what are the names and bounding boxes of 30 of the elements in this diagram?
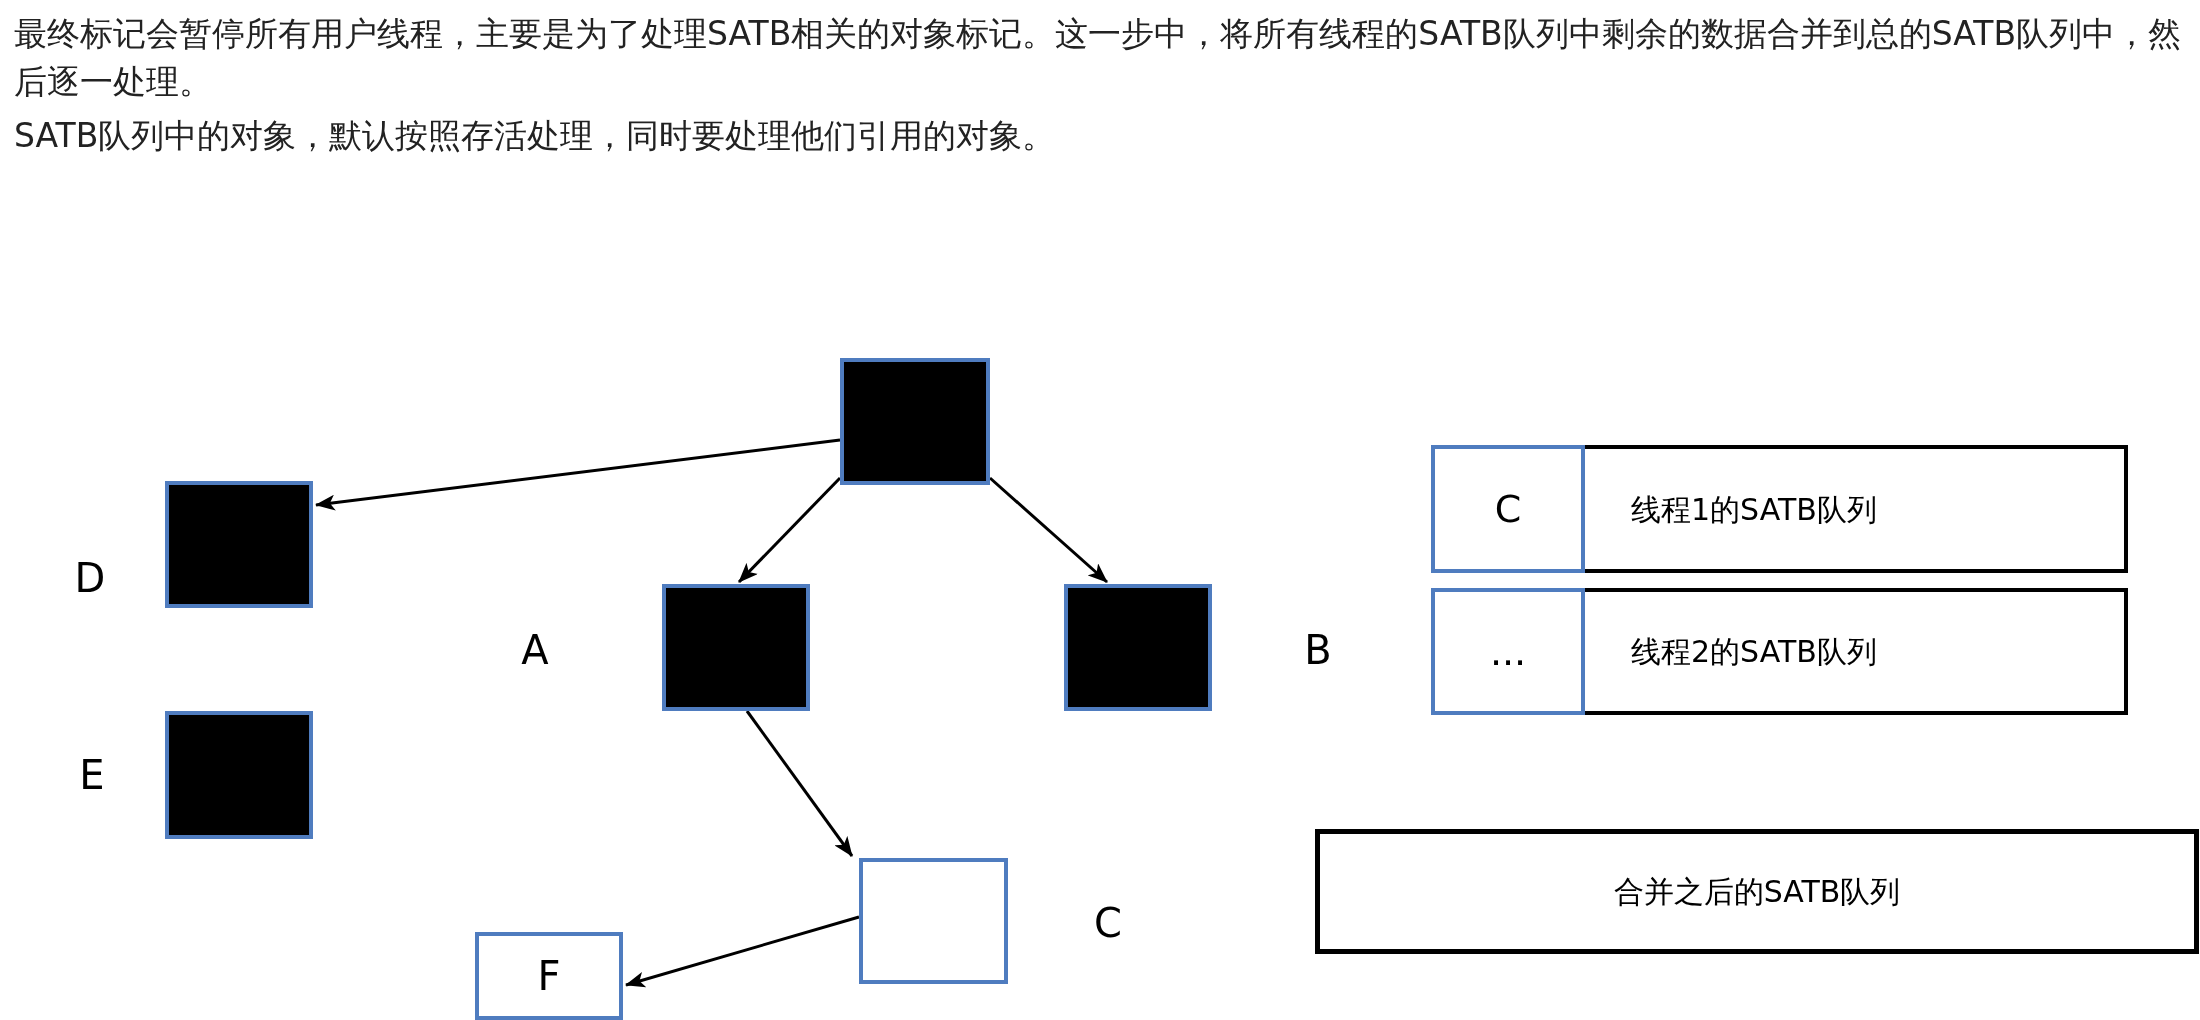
node-caption: B [1304, 630, 1332, 670]
description-text: 最终标记会暂停所有用户线程，主要是为了处理SATB相关的对象标记。这一步中，将所有线程的SATB队列中剩余的数据合并到总的SATB队列中，然后逐一处理。 [14, 13, 2183, 103]
node-caption: E [79, 755, 105, 795]
node-label: 线程2的SATB队列 [1631, 633, 1877, 671]
node-label: 线程1的SATB队列 [1631, 490, 1877, 529]
queue-cell [1431, 588, 1585, 715]
node-label: ... [1489, 632, 1527, 671]
arrow [745, 710, 854, 857]
node-caption: A [521, 630, 549, 670]
queue-row [1431, 445, 2128, 573]
object-box [475, 932, 623, 1020]
node-label: 合并之后的SATB队列 [1613, 873, 1901, 911]
filled-object-box [165, 711, 313, 839]
filled-object-box [662, 584, 810, 711]
arrow [737, 476, 842, 584]
description-text: SATB队列中的对象，默认按照存活处理，同时要处理他们引用的对象。 [14, 115, 1057, 157]
filled-object-box [840, 358, 990, 485]
node-caption: C [1094, 903, 1122, 943]
filled-object-box [1064, 584, 1212, 711]
node-label: C [1494, 490, 1522, 528]
filled-object-box [165, 481, 313, 608]
object-box [859, 858, 1008, 984]
arrow [315, 438, 841, 511]
arrow [989, 476, 1108, 584]
merged-queue-box [1315, 829, 2199, 954]
node-caption: D [74, 558, 106, 598]
arrow [625, 915, 860, 988]
node-label: F [537, 956, 561, 996]
queue-row [1431, 588, 2128, 715]
queue-cell [1431, 445, 1585, 573]
